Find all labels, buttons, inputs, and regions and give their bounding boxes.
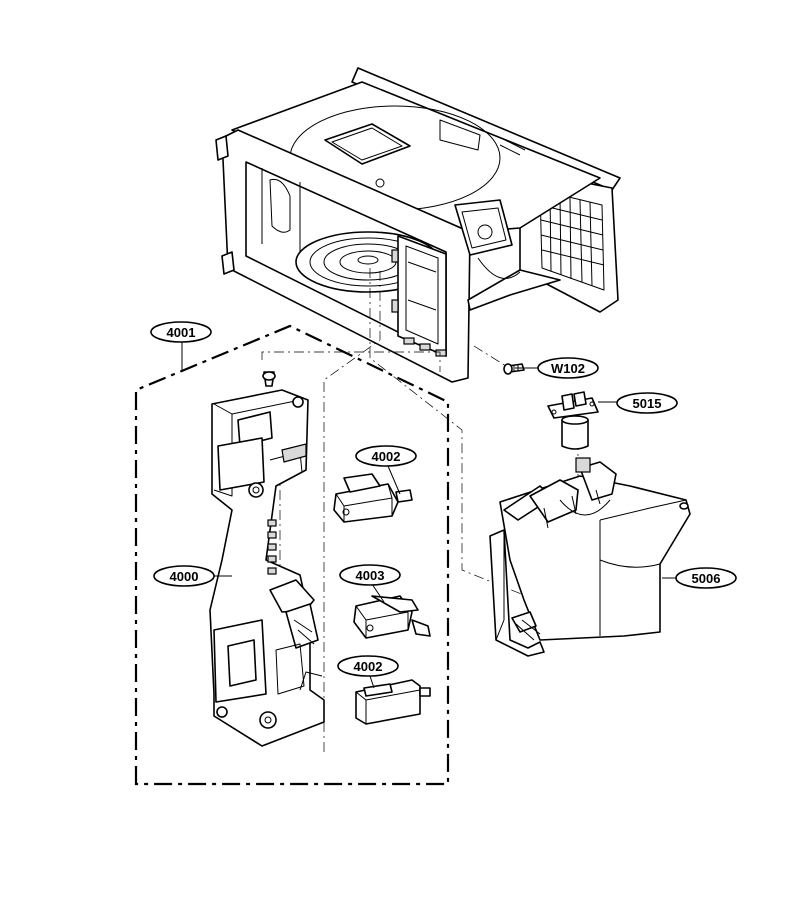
microswitch-4002-top — [333, 473, 413, 523]
callout-5006: 5006 — [675, 567, 737, 589]
callout-5015-text: 5015 — [633, 396, 662, 411]
thermal-protector-5015 — [547, 391, 599, 450]
callout-4003: 4003 — [339, 564, 401, 586]
callout-w102: W102 — [537, 357, 599, 379]
door-switch-bracket — [209, 371, 325, 747]
callout-4003-text: 4003 — [356, 568, 385, 583]
callout-w102-text: W102 — [551, 361, 585, 376]
microswitch-4003 — [353, 595, 431, 639]
switch-assembly-outline — [134, 324, 450, 786]
callout-4001: 4001 — [150, 321, 212, 343]
air-duct-5006 — [489, 457, 691, 657]
leader-lines — [181, 340, 676, 689]
callout-5006-text: 5006 — [692, 571, 721, 586]
callout-4002-top: 4002 — [355, 445, 417, 467]
callout-4001-text: 4001 — [167, 325, 196, 340]
screw-w102 — [503, 363, 525, 375]
callout-4000: 4000 — [153, 565, 215, 587]
callout-4002-top-text: 4002 — [372, 449, 401, 464]
callout-4000-text: 4000 — [170, 569, 199, 584]
callout-4002-bottom-text: 4002 — [354, 659, 383, 674]
microwave-cavity — [215, 67, 621, 383]
callout-5015: 5015 — [616, 392, 678, 414]
microswitch-4002-bottom — [355, 679, 431, 725]
callout-4002-bottom: 4002 — [337, 655, 399, 677]
